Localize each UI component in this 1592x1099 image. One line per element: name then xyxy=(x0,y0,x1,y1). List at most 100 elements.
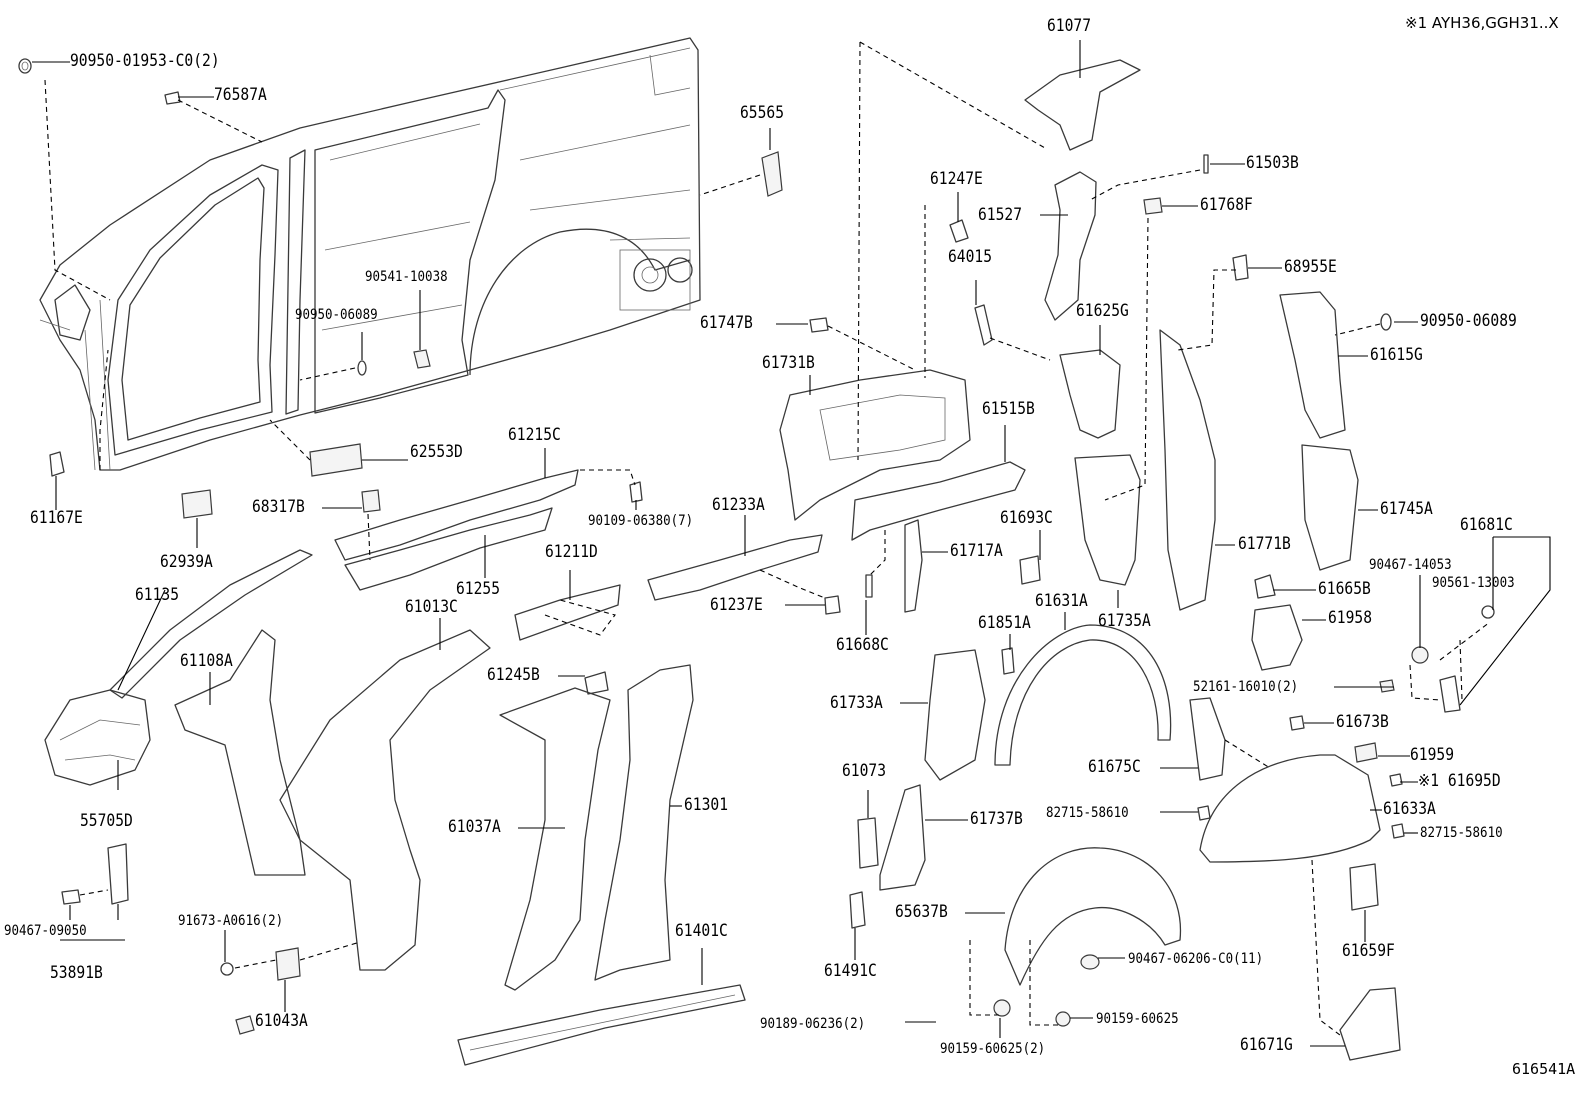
part-label[interactable]: 61211D xyxy=(545,542,598,562)
part-label[interactable]: 61401C xyxy=(675,921,728,941)
part-label[interactable]: 61673B xyxy=(1336,712,1389,732)
part-label[interactable]: ※1 61695D xyxy=(1418,771,1501,791)
part-label[interactable]: 90950-06089 xyxy=(1420,311,1517,331)
part-label[interactable]: 61625G xyxy=(1076,301,1129,321)
part-label[interactable]: 62553D xyxy=(410,442,463,462)
liner-65637b xyxy=(1004,847,1182,986)
bracket-61717a xyxy=(904,519,923,613)
part-label[interactable]: 76587A xyxy=(214,85,267,105)
bracket-61043a xyxy=(275,947,301,981)
part-label[interactable]: 61681C xyxy=(1460,515,1513,535)
part-label[interactable]: 90189-06236(2) xyxy=(760,1016,866,1032)
part-label[interactable]: 61693C xyxy=(1000,508,1053,528)
part-label[interactable]: 61215C xyxy=(508,425,561,445)
part-label[interactable]: 90467-14053 xyxy=(1369,557,1452,573)
part-label[interactable]: 90159-60625(2) xyxy=(940,1041,1046,1057)
part-label[interactable]: 61527 xyxy=(978,205,1023,225)
part-label[interactable]: 61851A xyxy=(978,613,1031,633)
bracket-61491c xyxy=(849,891,866,929)
part-label[interactable]: 90467-06206-C0(11) xyxy=(1128,951,1264,967)
part-label[interactable]: 91673-A0616(2) xyxy=(178,913,284,929)
part-label[interactable]: 90109-06380(7) xyxy=(588,513,694,529)
part-label[interactable]: 61077 xyxy=(1047,16,1092,36)
clip-icon xyxy=(61,889,81,905)
clip-61959 xyxy=(1354,742,1378,763)
panel-61731b xyxy=(779,369,971,521)
part-label[interactable]: 61675C xyxy=(1088,757,1141,777)
part-label[interactable]: 61731B xyxy=(762,353,815,373)
pad-62939a xyxy=(181,489,213,519)
part-label[interactable]: 61665B xyxy=(1318,579,1371,599)
part-label[interactable]: 65565 xyxy=(740,103,785,123)
panel-61745a xyxy=(1301,444,1359,571)
rail-61215c xyxy=(334,469,579,561)
part-label[interactable]: 82715-58610 xyxy=(1420,825,1503,841)
panel-61625g xyxy=(1059,349,1121,439)
part-label[interactable]: 68317B xyxy=(252,497,305,517)
part-label[interactable]: 61503B xyxy=(1246,153,1299,173)
part-label[interactable]: 90467-09050 xyxy=(4,923,87,939)
model-note: ※1 AYH36,GGH31..X xyxy=(1405,14,1559,32)
part-label[interactable]: 61659F xyxy=(1342,941,1395,961)
bolt-icon xyxy=(629,481,643,503)
bracket-53891b xyxy=(107,843,129,905)
part-label[interactable]: 61108A xyxy=(180,651,233,671)
nut-icon xyxy=(993,999,1011,1017)
liner-61633a xyxy=(1199,754,1381,863)
part-label[interactable]: 61245B xyxy=(487,665,540,685)
part-label[interactable]: 61013C xyxy=(405,597,458,617)
part-label[interactable]: 55705D xyxy=(80,811,133,831)
part-label[interactable]: 61717A xyxy=(950,541,1003,561)
part-label[interactable]: 82715-58610 xyxy=(1046,805,1129,821)
part-label[interactable]: 90561-13003 xyxy=(1432,575,1515,591)
clip-61851a xyxy=(1001,647,1015,675)
part-label[interactable]: 61237E xyxy=(710,595,763,615)
weatherstrip-61135 xyxy=(109,549,313,699)
part-label[interactable]: 61768F xyxy=(1200,195,1253,215)
part-label[interactable]: 61771B xyxy=(1238,534,1291,554)
part-label[interactable]: 61037A xyxy=(448,817,501,837)
part-label[interactable]: 90950-01953-C0(2) xyxy=(70,51,220,71)
part-label[interactable]: 61668C xyxy=(836,635,889,655)
part-label[interactable]: 61301 xyxy=(684,795,729,815)
part-label[interactable]: 61671G xyxy=(1240,1035,1293,1055)
part-label[interactable]: 61043A xyxy=(255,1011,308,1031)
part-label[interactable]: 61631A xyxy=(1035,591,1088,611)
bracket-65565 xyxy=(761,151,783,197)
panel-61615g xyxy=(1279,291,1346,439)
part-label[interactable]: 61233A xyxy=(712,495,765,515)
part-label[interactable]: 68955E xyxy=(1284,257,1337,277)
part-label[interactable]: 62939A xyxy=(160,552,213,572)
clip-82715 xyxy=(1391,823,1405,839)
part-label[interactable]: 61958 xyxy=(1328,608,1373,628)
part-label[interactable]: 61747B xyxy=(700,313,753,333)
part-label[interactable]: 90159-60625 xyxy=(1096,1011,1179,1027)
part-label[interactable]: 61745A xyxy=(1380,499,1433,519)
part-label[interactable]: 61073 xyxy=(842,761,887,781)
part-label[interactable]: 61491C xyxy=(824,961,877,981)
part-label[interactable]: 61247E xyxy=(930,169,983,189)
part-label[interactable]: 61959 xyxy=(1410,745,1455,765)
rail-61515b xyxy=(851,461,1026,541)
part-label[interactable]: 90541-10038 xyxy=(365,269,448,285)
part-label[interactable]: 61737B xyxy=(970,809,1023,829)
clip-61693c xyxy=(1019,555,1041,585)
part-label[interactable]: 52161-16010(2) xyxy=(1193,679,1299,695)
clip-61247e xyxy=(949,219,969,243)
clip-61695d xyxy=(1389,773,1403,787)
part-label[interactable]: 64015 xyxy=(948,247,993,267)
part-label[interactable]: 61515B xyxy=(982,399,1035,419)
bracket-61671g xyxy=(1339,987,1401,1061)
plug-icon xyxy=(164,91,181,105)
part-label[interactable]: 61733A xyxy=(830,693,883,713)
part-label[interactable]: 61735A xyxy=(1098,611,1151,631)
part-label[interactable]: 61615G xyxy=(1370,345,1423,365)
part-label[interactable]: 53891B xyxy=(50,963,103,983)
part-label[interactable]: 61167E xyxy=(30,508,83,528)
part-label[interactable]: 61255 xyxy=(456,579,501,599)
part-label[interactable]: 90950-06089 xyxy=(295,307,378,323)
part-label[interactable]: 65637B xyxy=(895,902,948,922)
part-label[interactable]: 61633A xyxy=(1383,799,1436,819)
nut-icon xyxy=(1411,646,1429,664)
part-label[interactable]: 61135 xyxy=(135,585,180,605)
